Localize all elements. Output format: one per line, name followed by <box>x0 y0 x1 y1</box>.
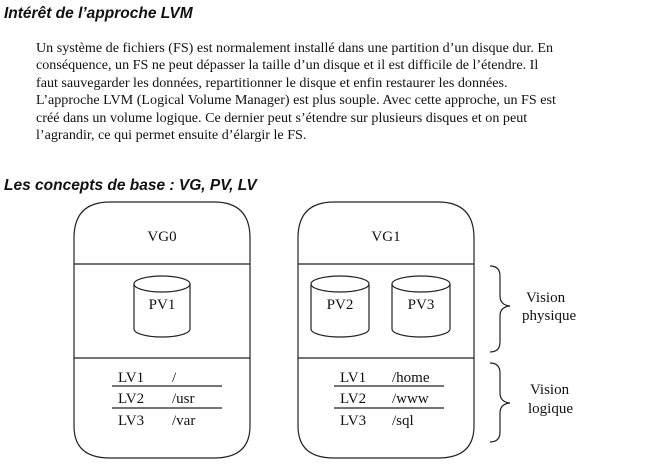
vg0-label: VG0 <box>147 229 176 245</box>
logical-vision-label-line2: logique <box>528 401 573 417</box>
vg1-lv3-mount: /sql <box>392 413 414 429</box>
logical-brace-icon <box>489 362 511 443</box>
section-title-lvm-interest: Intérêt de l’approche LVM <box>4 5 193 22</box>
vg0-lv2-mount: /usr <box>172 391 195 407</box>
paragraph-line: faut sauvegarder les données, repartitio… <box>36 74 508 91</box>
pv2-label: PV2 <box>327 297 354 313</box>
vg1-box <box>297 201 475 459</box>
vg1-lv2-name: LV2 <box>340 391 366 407</box>
paragraph-line: L’approche LVM (Logical Volume Manager) … <box>36 92 556 109</box>
pv3-cylinder-icon <box>391 275 451 338</box>
paragraph-line: Un système de fichiers (FS) est normalem… <box>36 40 554 56</box>
vg1-lv3-name: LV3 <box>340 413 366 429</box>
physical-vision-label-line1: Vision <box>526 290 566 306</box>
paragraph-line: conséquence, un FS ne peut dépasser la t… <box>36 57 539 74</box>
vg0-box <box>73 201 251 459</box>
logical-vision-label-line1: Vision <box>530 382 570 398</box>
paragraph-line: l’agrandir, ce qui permet ensuite d’élar… <box>36 127 307 144</box>
paragraph-line: créé dans un volume logique. Ce dernier … <box>36 109 528 126</box>
vg0-lv3-name: LV3 <box>118 413 144 429</box>
pv3-label: PV3 <box>408 297 435 313</box>
vg1-lv2-mount: /www <box>392 391 429 407</box>
pv1-cylinder-icon <box>133 275 191 338</box>
vg1-lv1-mount: /home <box>392 370 430 386</box>
pv2-cylinder-icon <box>310 275 370 338</box>
section-title-base-concepts: Les concepts de base : VG, PV, LV <box>4 177 257 194</box>
physical-brace-icon <box>489 265 511 353</box>
pv1-label: PV1 <box>149 297 176 313</box>
physical-vision-label-line2: physique <box>522 308 577 324</box>
vg0-lv3-mount: /var <box>172 413 195 429</box>
vg1-label: VG1 <box>371 229 400 245</box>
vg0-lv2-name: LV2 <box>118 391 144 407</box>
intro-paragraph: Un système de fichiers (FS) est normalem… <box>36 40 661 144</box>
vg0-lv1-mount: / <box>172 370 177 386</box>
vg1-lv1-name: LV1 <box>340 370 366 386</box>
vg0-lv1-name: LV1 <box>118 370 144 386</box>
